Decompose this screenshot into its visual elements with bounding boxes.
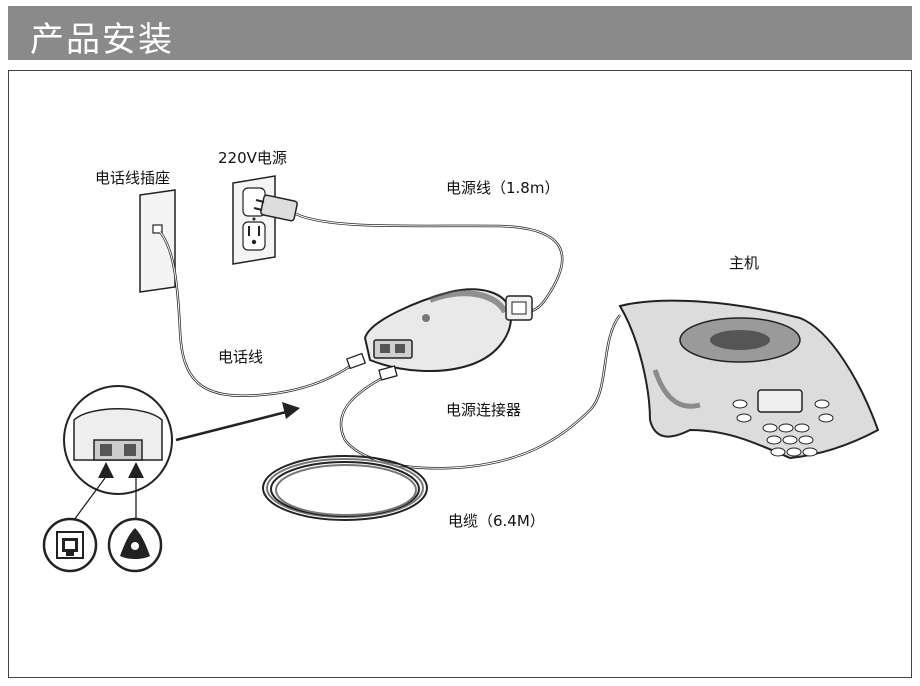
label-power-220: 220V电源 <box>218 149 287 167</box>
label-cable: 电缆（6.4M） <box>448 512 545 530</box>
conference-phone-symbol-icon <box>107 517 163 573</box>
conference-phone-icon <box>618 299 880 460</box>
header-bar: 产品安装 <box>8 6 912 60</box>
label-power-connector: 电源连接器 <box>446 401 521 419</box>
power-outlet-icon <box>232 175 298 265</box>
pointer-arrow-line <box>175 409 291 442</box>
cable-coil <box>262 455 428 521</box>
label-phone-line: 电话线 <box>218 348 263 366</box>
label-power-cord: 电源线（1.8m） <box>446 179 559 197</box>
pointer-arrowhead <box>282 402 300 419</box>
port-detail-zoom <box>63 385 173 495</box>
phone-wall-jack-icon <box>139 189 176 293</box>
label-main-unit: 主机 <box>729 254 759 272</box>
page-title: 产品安装 <box>30 20 174 60</box>
power-module-icon <box>363 288 533 372</box>
phone-line-symbol-icon <box>42 517 98 573</box>
label-phone-jack: 电话线插座 <box>95 169 170 187</box>
